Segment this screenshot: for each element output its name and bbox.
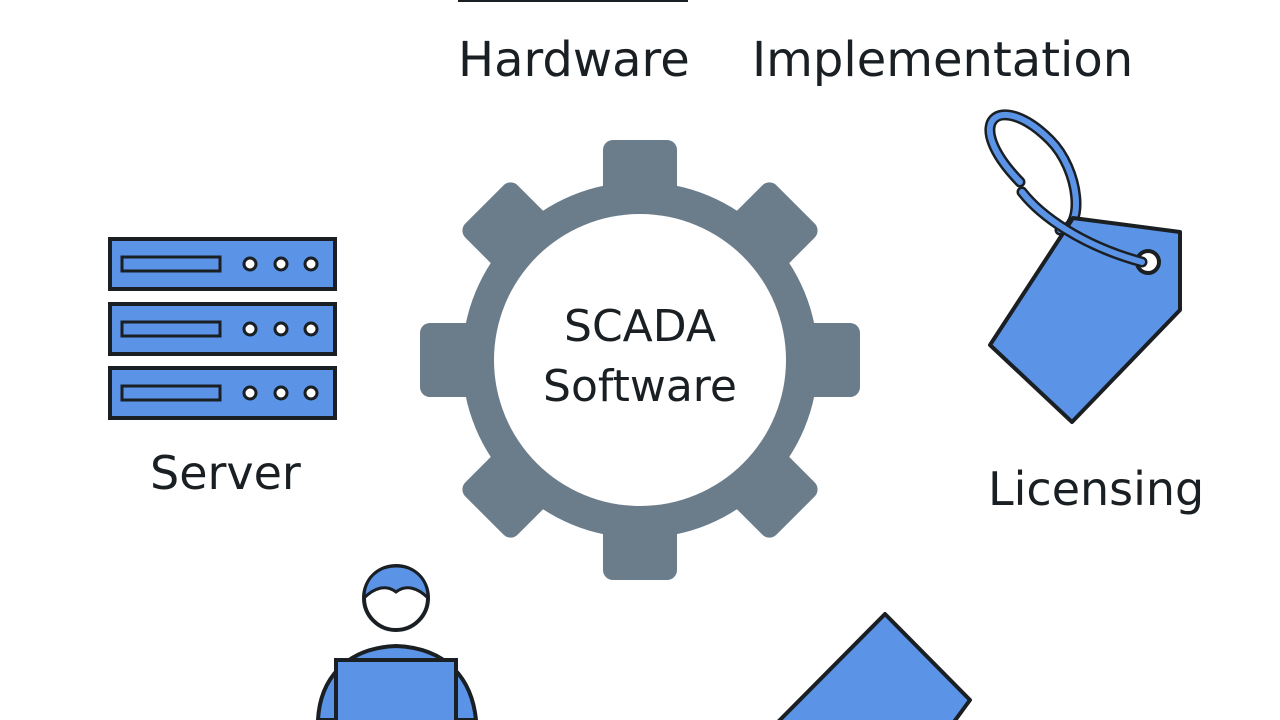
tag-icon bbox=[777, 612, 972, 720]
center-title-line2: Software bbox=[543, 361, 737, 412]
hardware-label: Hardware bbox=[458, 32, 690, 88]
server-icon bbox=[108, 237, 337, 420]
price-tag-icon bbox=[984, 109, 1182, 424]
gear-icon bbox=[420, 140, 860, 580]
gear-tooth bbox=[780, 323, 860, 397]
center-title-line1: SCADA bbox=[564, 301, 716, 352]
gear-tooth bbox=[603, 500, 677, 580]
licensing-label: Licensing bbox=[988, 462, 1205, 516]
implementation-label: Implementation bbox=[752, 32, 1134, 88]
user-at-computer-icon bbox=[315, 564, 479, 720]
gear-tooth bbox=[603, 140, 677, 220]
gear-tooth bbox=[420, 323, 500, 397]
server-label: Server bbox=[150, 446, 301, 500]
